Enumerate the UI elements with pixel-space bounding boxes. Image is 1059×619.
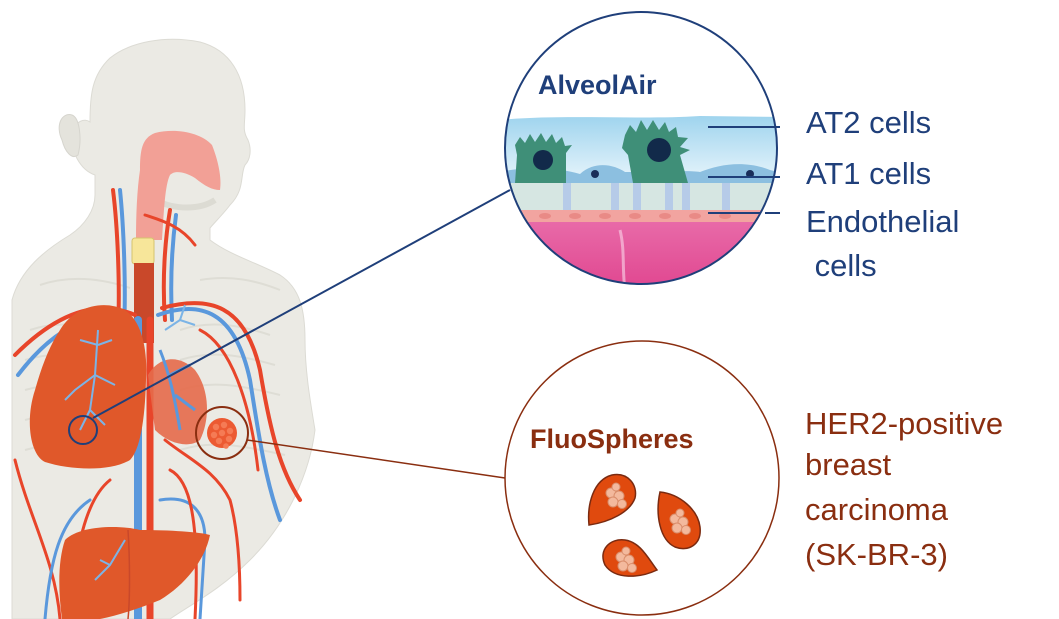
- alveolair-circle: [504, 11, 778, 285]
- at2-cell: [515, 133, 572, 183]
- label-at2-cells: AT2 cells: [806, 105, 932, 140]
- label-endothelial-cells: cells: [806, 248, 877, 283]
- lung-leader-line: [92, 189, 511, 419]
- lung: [29, 305, 147, 469]
- label-endothelial: Endothelial: [806, 204, 960, 239]
- at2-cell: [622, 120, 690, 183]
- label-at1-cells: AT1 cells: [806, 156, 932, 191]
- label-breast: breast: [805, 447, 892, 482]
- fluospheres-circle: [504, 340, 780, 616]
- tumor-leader-line: [246, 439, 506, 479]
- alveolair-title: AlveolAir: [538, 70, 657, 100]
- label-carcinoma: carcinoma: [805, 492, 948, 527]
- lung-callout-marker: [68, 415, 98, 445]
- label-sk-br-3: (SK-BR-3): [805, 537, 948, 572]
- fluospheres-title: FluoSpheres: [530, 424, 694, 454]
- tumor-callout-marker: [195, 406, 249, 460]
- label-her2-positive: HER2-positive: [805, 406, 1004, 441]
- alveolair-model: [505, 12, 777, 284]
- airway: [131, 130, 221, 343]
- liver: [59, 527, 210, 619]
- tumor: [207, 418, 237, 449]
